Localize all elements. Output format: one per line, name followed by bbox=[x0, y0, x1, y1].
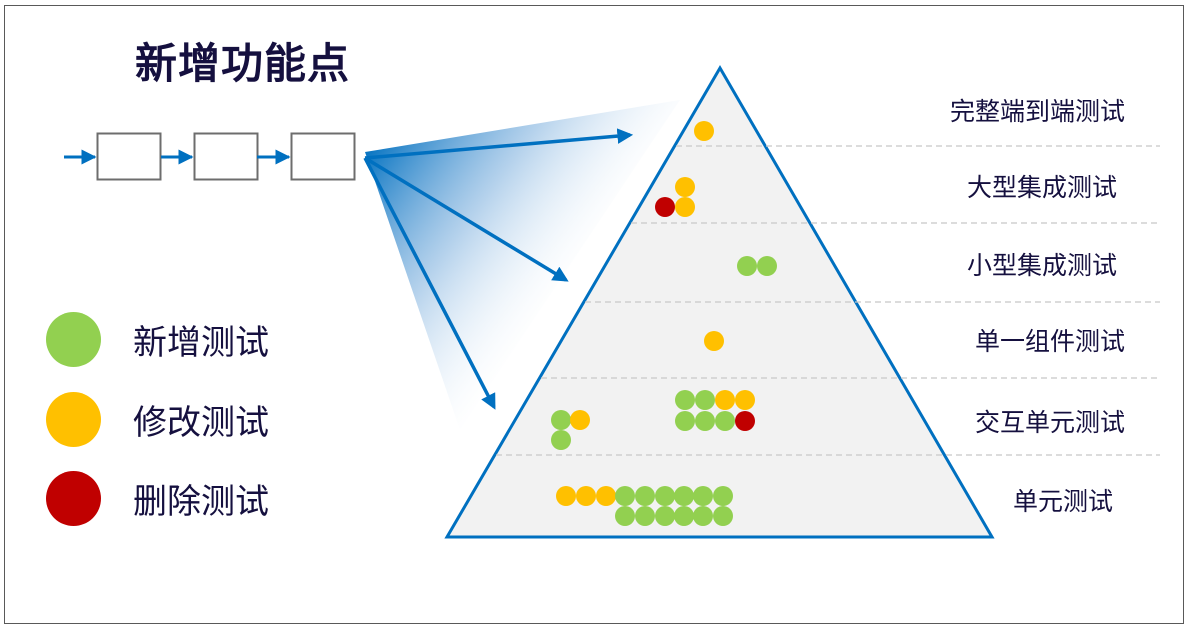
new-test-dot-icon bbox=[635, 486, 655, 506]
legend-item-new: 新增测试 bbox=[46, 311, 269, 367]
modified-test-dot-icon bbox=[675, 197, 695, 217]
new-test-dot-icon bbox=[695, 390, 715, 410]
deleted-test-dot-icon bbox=[46, 470, 101, 526]
new-test-dot-icon bbox=[615, 506, 635, 526]
new-test-dot-icon bbox=[675, 390, 695, 410]
new-test-dot-icon bbox=[655, 506, 675, 526]
deleted-test-dot-icon bbox=[735, 411, 755, 431]
layer-label-large-integration: 大型集成测试 bbox=[966, 173, 1117, 202]
legend-label: 修改测试 bbox=[133, 402, 269, 443]
legend-item-deleted: 删除测试 bbox=[46, 470, 269, 526]
new-test-dot-icon bbox=[695, 411, 715, 431]
new-test-dot-icon bbox=[713, 506, 733, 526]
new-test-dot-icon bbox=[551, 430, 571, 450]
layer-label-unit: 单元测试 bbox=[1012, 487, 1113, 516]
impact-arrows bbox=[363, 128, 634, 410]
new-test-dot-icon bbox=[737, 256, 757, 276]
layer-separators bbox=[496, 145, 1160, 456]
new-test-dot-icon bbox=[715, 411, 735, 431]
new-test-dot-icon bbox=[551, 410, 571, 430]
modified-test-dot-icon bbox=[46, 391, 101, 447]
feature-flow bbox=[64, 132, 356, 181]
modified-test-dot-icon bbox=[576, 486, 596, 506]
new-test-dot-icon bbox=[674, 506, 694, 526]
new-test-dot-icon bbox=[675, 411, 695, 431]
new-test-dot-icon bbox=[674, 486, 694, 506]
new-test-dot-icon bbox=[713, 486, 733, 506]
new-test-dot-icon bbox=[693, 486, 713, 506]
flow-step-box bbox=[96, 132, 162, 181]
new-test-dot-icon bbox=[615, 486, 635, 506]
arrow-icon bbox=[364, 156, 569, 282]
test-dots bbox=[551, 121, 777, 526]
new-test-dot-icon bbox=[693, 506, 713, 526]
arrow-icon bbox=[363, 157, 496, 410]
modified-test-dot-icon bbox=[704, 331, 724, 351]
page-title: 新增功能点 bbox=[135, 39, 351, 88]
legend-item-modified: 修改测试 bbox=[46, 391, 269, 447]
new-test-dot-icon bbox=[635, 506, 655, 526]
diagram-frame bbox=[4, 5, 1184, 624]
layer-label-interaction-unit: 交互单元测试 bbox=[974, 408, 1125, 437]
layer-label-single-component: 单一组件测试 bbox=[974, 327, 1125, 356]
legend-label: 新增测试 bbox=[133, 322, 269, 363]
layer-label-small-integration: 小型集成测试 bbox=[966, 251, 1117, 280]
flow-step-box bbox=[290, 132, 356, 181]
deleted-test-dot-icon bbox=[655, 197, 675, 217]
new-test-dot-icon bbox=[757, 256, 777, 276]
new-test-dot-icon bbox=[46, 311, 101, 367]
legend-label: 删除测试 bbox=[133, 481, 269, 522]
modified-test-dot-icon bbox=[735, 390, 755, 410]
impact-fan bbox=[365, 100, 680, 430]
arrow-icon bbox=[364, 128, 634, 160]
modified-test-dot-icon bbox=[694, 121, 714, 141]
modified-test-dot-icon bbox=[556, 486, 576, 506]
modified-test-dot-icon bbox=[570, 410, 590, 430]
flow-step-box bbox=[193, 132, 259, 181]
layer-label-e2e: 完整端到端测试 bbox=[949, 97, 1125, 126]
new-test-dot-icon bbox=[655, 486, 675, 506]
modified-test-dot-icon bbox=[675, 177, 695, 197]
modified-test-dot-icon bbox=[715, 390, 735, 410]
modified-test-dot-icon bbox=[596, 486, 616, 506]
